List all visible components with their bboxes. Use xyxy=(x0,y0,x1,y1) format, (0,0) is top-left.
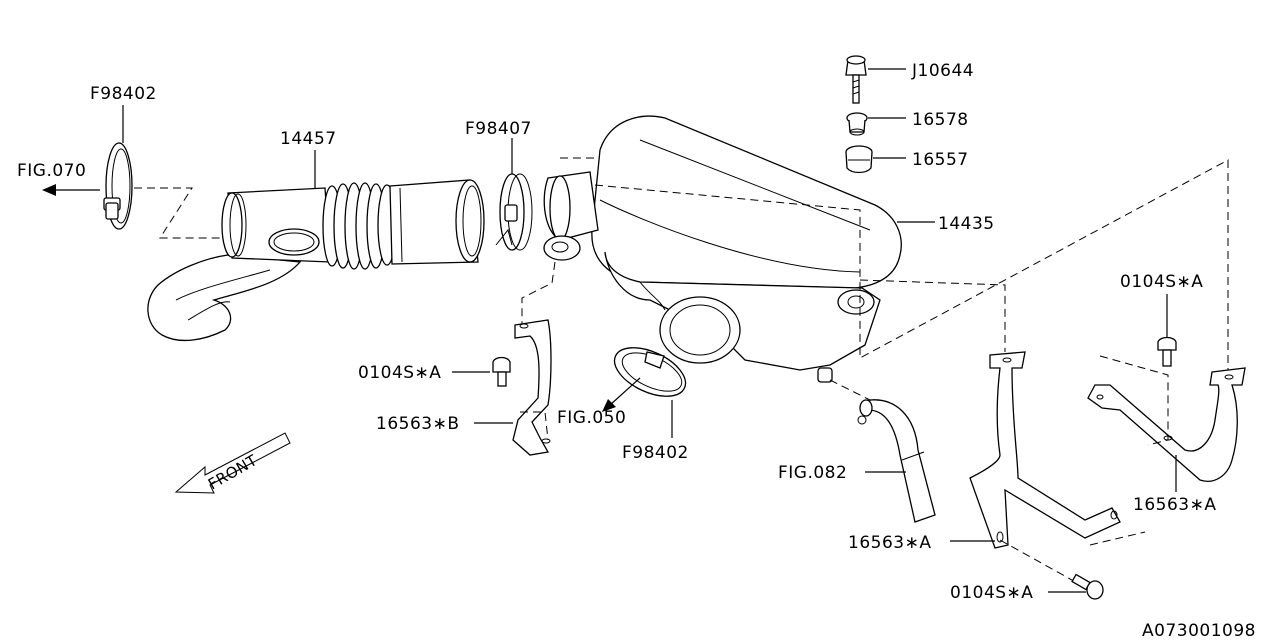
label-bolt-left: 0104S∗A xyxy=(358,363,441,383)
fig070-arrow xyxy=(42,184,100,196)
clamp-f98402-bottom[interactable] xyxy=(607,338,693,406)
label-16557: 16557 xyxy=(912,150,969,170)
dashed-link-clamp-duct xyxy=(134,187,222,239)
bolt-0104s-a-left[interactable] xyxy=(492,356,511,387)
bracket-16563a-right[interactable] xyxy=(1087,367,1246,482)
bracket-16563b[interactable] xyxy=(512,319,552,456)
label-fig050[interactable]: FIG.050 xyxy=(557,408,626,428)
clamp-f98402-top[interactable] xyxy=(103,142,133,230)
dashed-hose xyxy=(829,379,871,401)
figure-id: A073001098 xyxy=(1142,621,1256,640)
bracket-16563a-lower[interactable] xyxy=(969,351,1121,549)
dashed-bracket-right xyxy=(1099,355,1169,446)
label-bolt-bottom: 0104S∗A xyxy=(950,583,1033,603)
grommet-16557[interactable] xyxy=(845,145,873,174)
label-16578: 16578 xyxy=(912,110,969,130)
label-16563b: 16563∗B xyxy=(376,414,460,434)
clamp-f98407[interactable] xyxy=(495,173,533,251)
label-j10644: J10644 xyxy=(911,61,974,81)
dashed-bracket-bottom xyxy=(1089,531,1146,546)
label-fig082[interactable]: FIG.082 xyxy=(778,463,847,483)
label-16563a-right: 16563∗A xyxy=(1133,495,1216,515)
label-16563a-bottom: 16563∗A xyxy=(848,533,931,553)
label-14457: 14457 xyxy=(280,129,337,149)
label-f98402-top: F98402 xyxy=(90,84,157,104)
collar-16578[interactable] xyxy=(846,112,868,136)
bolt-0104s-a-right[interactable] xyxy=(1157,294,1177,367)
breather-hose[interactable] xyxy=(857,399,936,523)
dashed-bracket-b xyxy=(520,411,549,441)
fig050-arrow xyxy=(602,377,641,412)
dashed-case-left xyxy=(521,261,556,325)
air-cleaner-case-14435[interactable] xyxy=(543,115,902,383)
intake-duct-14457[interactable] xyxy=(147,179,485,342)
label-fig070[interactable]: FIG.070 xyxy=(17,161,86,181)
bolt-0104s-a-bottom[interactable] xyxy=(1071,573,1104,600)
label-bolt-right: 0104S∗A xyxy=(1120,272,1203,292)
front-label: FRONT xyxy=(205,451,261,494)
label-f98407: F98407 xyxy=(465,119,532,139)
dashed-case-right xyxy=(594,159,1229,370)
front-direction-arrow xyxy=(174,432,291,494)
label-14435: 14435 xyxy=(938,214,995,234)
label-f98402-bottom: F98402 xyxy=(622,443,689,463)
bolt-j10644[interactable] xyxy=(845,55,867,104)
dashed-case-bracket xyxy=(859,279,1006,352)
